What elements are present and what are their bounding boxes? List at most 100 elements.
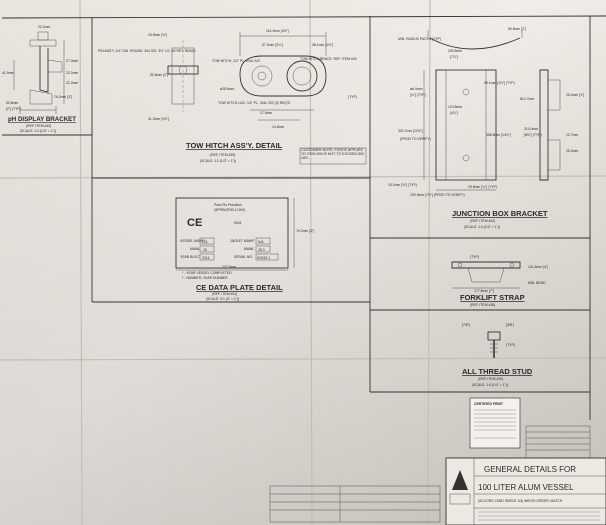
jb-dim-2: 200.8mm (448, 49, 462, 53)
tow-dim-2: 38.1mm [1½"] (312, 43, 333, 47)
ce-field-3: JACKET MAWP (230, 239, 255, 243)
tow-hitch-detail: 114.3mm [4½"] 57.2mm [2¼"] 38.1mm [1½"] … (98, 29, 367, 165)
ce-note-0: * - YEAR VESSEL COMPLETED (182, 271, 232, 275)
ce-data-plate-detail: Pure-Flo Precision (SPRINGFIELD MO) CE 0… (175, 197, 314, 301)
tow-dim-7: 14.6mm (272, 125, 284, 129)
forklift-strap-title: FORKLIFT STRAP (460, 293, 525, 302)
junction-box-title: JUNCTION BOX BRACKET (452, 209, 548, 218)
ce-value-4: 28.3 (258, 248, 265, 252)
fs-dim-0: 101.6mm [4"] (528, 265, 548, 269)
tow-dim-0: 114.3mm [4½"] (266, 29, 289, 33)
tow-hitch-ref: (REF. ITEM #39) (210, 153, 235, 157)
ph-bracket-title: pH DISPLAY BRACKET (8, 116, 76, 123)
ph-dim-6: 50.8mm (6, 101, 18, 105)
ce-plate-scale: (SCALE: 3:1 (3" = 1")) (206, 297, 239, 301)
ph-display-bracket-detail: 22.2mm 27.0mm 41.9mm 22.2mm 22.2mm 76.2m… (2, 25, 78, 133)
drawing-subtitle: 100 LITER ALUM VESSEL (478, 483, 574, 492)
jb-dim-9: 320.7mm [12⅝"] (398, 129, 423, 133)
tow-note-4: (TYP) (348, 95, 357, 99)
ph-dim-5: 76.2mm [3"] (54, 95, 72, 99)
jb-dim-15: 15.1mm [⅝"] (TYP) (388, 183, 417, 187)
title-block: CERTIFIED PRINT GENERAL DETAILS FOR 100 … (445, 397, 606, 525)
ce-dim-1: 76.2mm [3"] (296, 229, 314, 233)
customer-note-box (299, 147, 367, 165)
tow-note-3: TOW HITCH LUG, 1/2" PL. 304L S/S (2) REQ… (218, 101, 291, 105)
jb-dim-5: ø6.4mm (410, 87, 423, 91)
ce-mark: CE (187, 217, 202, 229)
customer-note: CUSTOMER NOTE: FORCE APPLIED TO ITEM #39… (301, 148, 365, 160)
ce-value-2: 2014 (202, 256, 210, 260)
ph-dim-4: 22.2mm (66, 81, 78, 85)
thread-stud-ref: (REF. ITEM #10) (478, 377, 503, 381)
jb-dim-16: 190.3mm [7½"] (PROD TO VERIFY) (410, 193, 465, 197)
ce-field-1: MAWL (190, 247, 200, 251)
jb-dim-13: [8⅜"] (TYP) (524, 133, 542, 137)
ph-dim-3: 22.2mm (66, 71, 78, 75)
drawing-line3: (ACCORD LEND SKEDS 1/3) WEIGH ORDER: MAT… (478, 499, 563, 503)
ce-value-0: 115 (202, 240, 208, 244)
jb-dim-4: 38.1mm [1½"] (TYP) (484, 81, 515, 85)
jb-dim-12: 214.0mm (524, 127, 538, 131)
jb-dim-7: 123.8mm (448, 105, 462, 109)
ph-dim-2: 41.9mm (2, 71, 14, 75)
jb-dim-3: [7⅞"] (450, 55, 458, 59)
thread-stud-scale: (SCALE: 1:4 (1/4" = 1")) (472, 383, 508, 387)
tow-note-2: TOW HITCH BRACE, REF. ITEM #40 (300, 57, 357, 61)
ce-note-1: * - NUMBER, YEAR NUMBER (182, 276, 228, 280)
tow-dim-6: 17.5mm (260, 111, 272, 115)
ph-dim-1: 27.0mm (66, 59, 78, 63)
ts-dim-0: [7/8"] (462, 323, 470, 327)
fs-dim-3: MIN. BEND (528, 281, 546, 285)
jb-dim-10: (PROD TO VERIFY) (400, 137, 431, 141)
ce-value-3: N/A (258, 240, 264, 244)
jb-dim-6: [¼"] (TYP) (410, 93, 426, 97)
jb-dim-8: [4⅞"] (450, 111, 458, 115)
ce-value-1: -15 (202, 248, 207, 252)
thread-stud-title: ALL THREAD STUD (462, 367, 533, 376)
ce-field-5: SERIAL NO. (234, 255, 253, 259)
ts-dim-1: [3/8"] (506, 323, 514, 327)
fs-dim-1: 177.8mm [7"] (474, 289, 494, 293)
ce-field-4: MAWL (244, 247, 254, 251)
jb-dim-11: 358.8mm [14⅛"] (486, 133, 511, 137)
jb-dim-14: 25.4mm [1"] (566, 93, 584, 97)
junction-box-bracket-detail: 50.8mm [2"] MIN. RADIUS PACKS (TYP) 200.… (388, 27, 584, 229)
ph-dim-7: [2"] (TYP) (6, 107, 21, 111)
ts-dim-2: (TYP) (506, 343, 515, 347)
tow-dim-8: ø28.6mm (220, 87, 234, 91)
tow-note-0: PIN ASS'Y, 1/4" DIA. ROUND, 304 S/S, 3⅜"… (98, 49, 196, 53)
forklift-strap-ref: (REF. ITEM #38) (470, 303, 495, 307)
jb-dim-20: 812.7mm (520, 97, 534, 101)
company-logo-icon (452, 470, 468, 490)
ce-plate-ref: (REF. ITEM #41) (212, 292, 237, 296)
ce-plate-outline (175, 197, 289, 269)
junction-box-ref: (REF. ITEM #42) (470, 219, 495, 223)
jb-dim-0: 50.8mm [2"] (508, 27, 526, 31)
fs-dim-2: (TYP) (470, 255, 479, 259)
ce-field-0: VESSEL MAWP (180, 239, 205, 243)
ce-plate-subheader: (SPRINGFIELD MO) (214, 208, 245, 212)
ce-value-5: D0033-1 (257, 256, 270, 260)
junction-box-scale: (SCALE: 1:4 (1/4" = 1")) (464, 225, 500, 229)
jb-dim-18: 12.7mm (566, 133, 578, 137)
drawing-title: GENERAL DETAILS FOR (484, 465, 576, 474)
ce-code: 0041 (234, 221, 242, 225)
tow-note-1: TOW HITCH, 1/2" PL. 304L S/S (212, 59, 260, 63)
jb-dim-19: 25.4mm (566, 149, 578, 153)
jb-dim-1: MIN. RADIUS PACKS (TYP) (398, 37, 441, 41)
tow-dim-1: 57.2mm [2¼"] (262, 43, 283, 47)
ph-bracket-ref: (REF. ITEM #43) (26, 124, 51, 128)
certified-stamp-text: CERTIFIED PRINT (474, 402, 504, 406)
tow-dim-4: 50.8mm [2"] (150, 73, 168, 77)
tow-hitch-scale: (SCALE: 1:2 (1/2" = 1")) (200, 159, 236, 163)
jb-dim-17: 19.8mm [¾"] (TYP) (468, 185, 497, 189)
all-thread-stud-detail: [7/8"] [3/8"] (TYP) ALL THREAD STUD (REF… (462, 323, 533, 387)
ph-bracket-scale: (SCALE: 1:4 (1/4" = 1")) (20, 129, 56, 133)
tow-hitch-title: TOW HITCH ASS'Y. DETAIL (186, 141, 283, 150)
forklift-strap-detail: 101.6mm [4"] 177.8mm [7"] (TYP) MIN. BEN… (451, 255, 548, 307)
ce-field-2: YEAR BUILT (180, 255, 200, 259)
tow-dim-5: 41.3mm [1⅝"] (148, 117, 169, 121)
certified-stamp (469, 397, 521, 449)
